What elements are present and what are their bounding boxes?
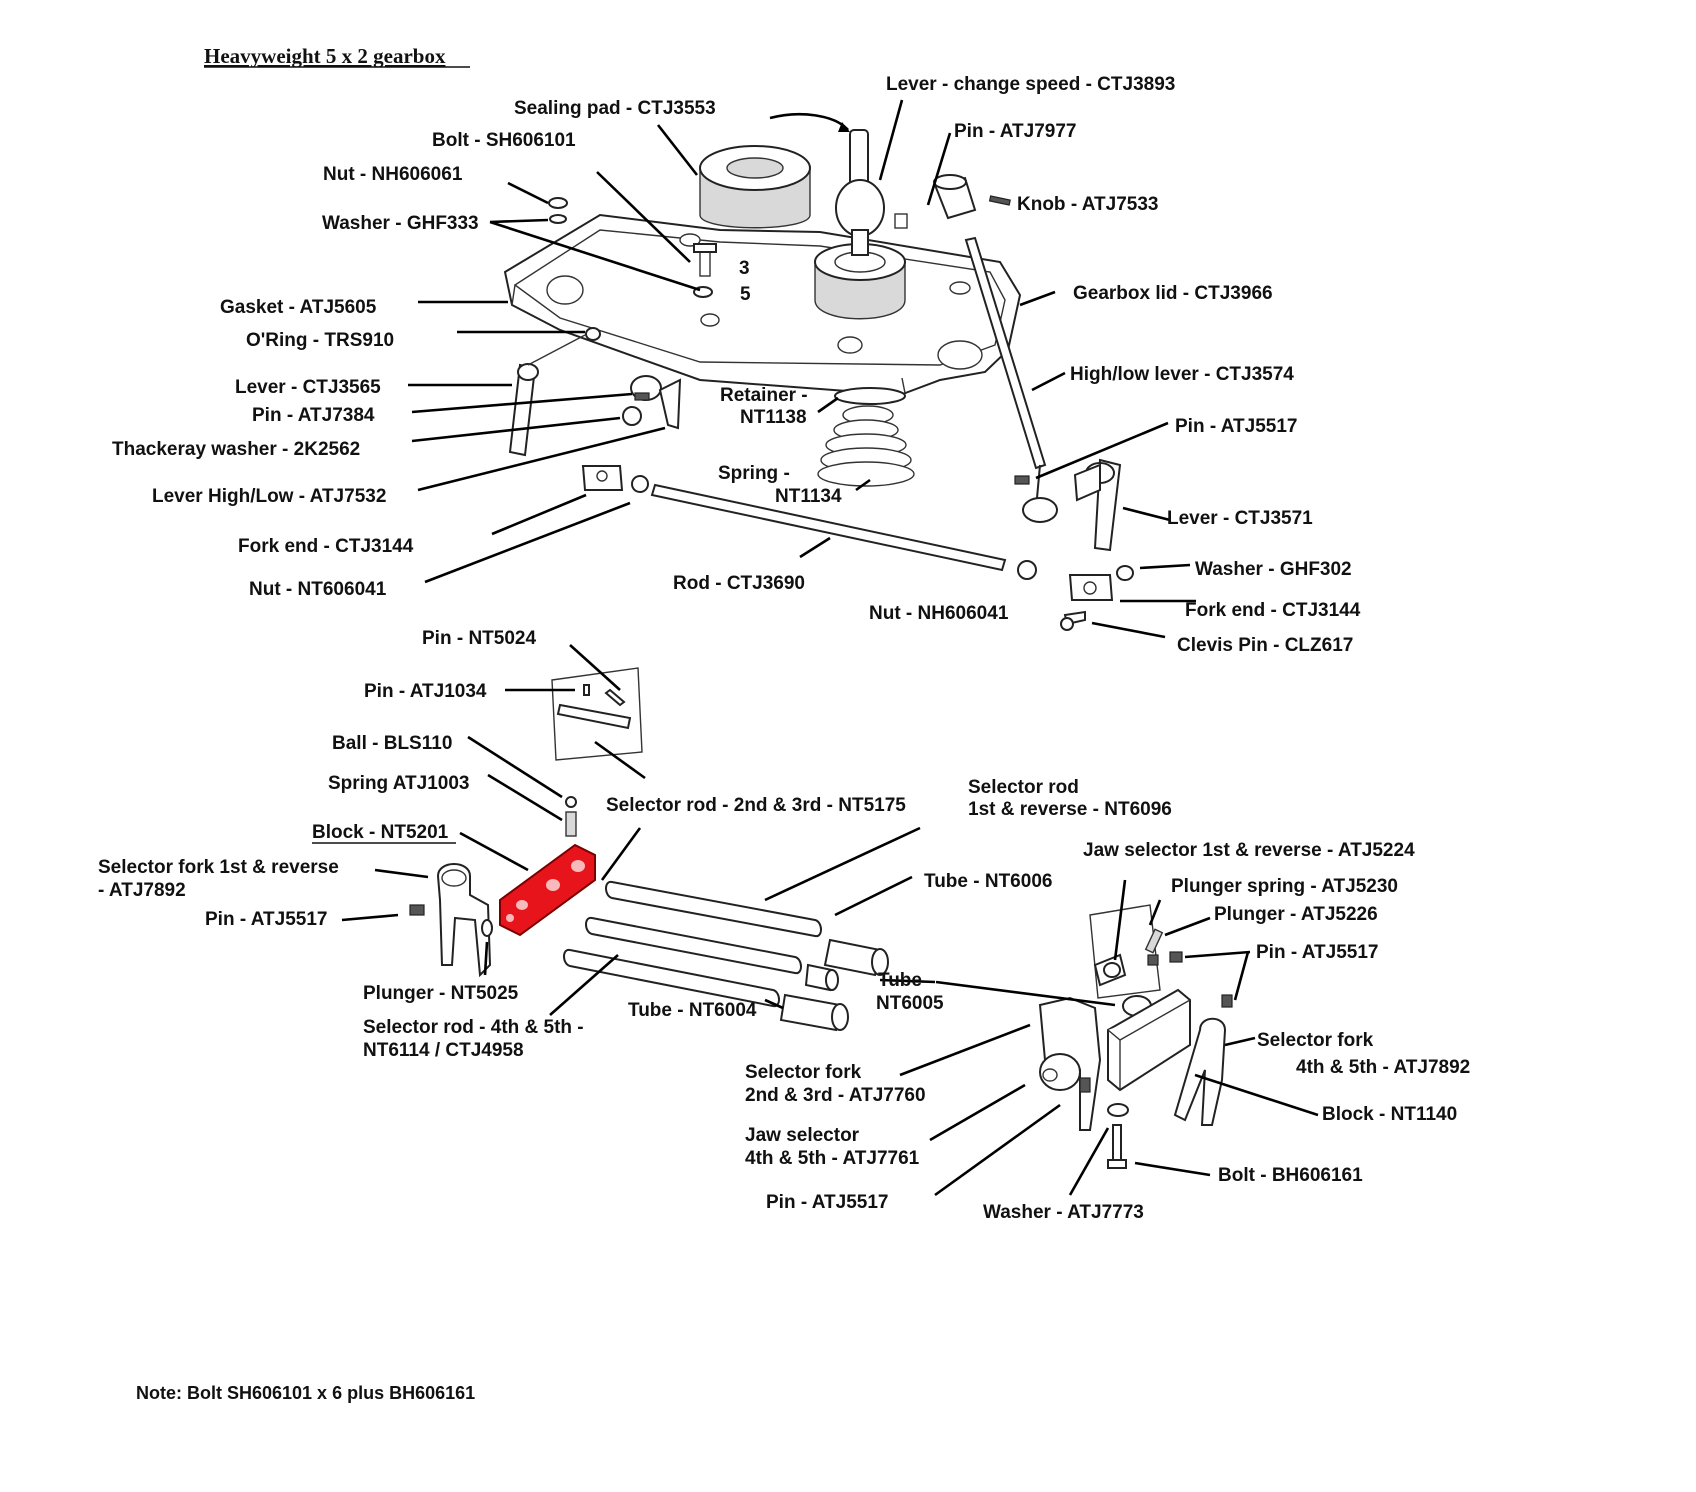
label-pin-atj5517-left: Pin - ATJ5517 — [205, 909, 328, 930]
label-plunger-spring: Plunger spring - ATJ5230 — [1171, 876, 1398, 897]
label-nut-nt606041: Nut - NT606041 — [249, 579, 387, 600]
part-labels: Lever - change speed - CTJ3893 Sealing p… — [98, 74, 1470, 1223]
fork-end-left-drawing — [581, 465, 649, 493]
label-retainer-line2: NT1138 — [740, 407, 807, 428]
label-nut-nh606061: Nut - NH606061 — [323, 164, 463, 185]
label-washer-ghf302: Washer - GHF302 — [1195, 559, 1352, 580]
selector-assembly-right-drawing — [1038, 904, 1233, 1169]
leader-lines — [341, 99, 1319, 1197]
label-lever-ctj3565: Lever - CTJ3565 — [235, 377, 381, 398]
label-lever-change-speed: Lever - change speed - CTJ3893 — [886, 74, 1175, 95]
label-spring-line1: Spring - — [718, 463, 790, 484]
label-gearbox-lid: Gearbox lid - CTJ3966 — [1073, 283, 1273, 304]
right-lever-drawing — [1073, 458, 1122, 552]
fork-end-right-drawing — [1060, 565, 1134, 631]
label-pin-atj5517-bottom: Pin - ATJ5517 — [766, 1192, 889, 1213]
label-thackeray-washer: Thackeray washer - 2K2562 — [112, 439, 360, 460]
label-lever-high-low: Lever High/Low - ATJ7532 — [152, 486, 386, 507]
sealing-pad-drawing — [699, 112, 850, 229]
label-selector-fork-2nd-line2: 2nd & 3rd - ATJ7760 — [745, 1085, 926, 1106]
change-speed-lever-drawing — [835, 129, 885, 256]
label-high-low-lever: High/low lever - CTJ3574 — [1070, 364, 1294, 385]
high-low-lever-drawing — [964, 236, 1058, 523]
label-gasket: Gasket - ATJ5605 — [220, 297, 377, 318]
label-plunger-atj5226: Plunger - ATJ5226 — [1214, 904, 1378, 925]
label-pin-atj7977: Pin - ATJ7977 — [954, 121, 1077, 142]
label-num-3: 3 — [739, 258, 750, 279]
label-tube-nt6005-line2: NT6005 — [876, 993, 944, 1014]
label-spring-atj1003: Spring ATJ1003 — [328, 773, 470, 794]
label-washer-ghf333: Washer - GHF333 — [322, 213, 479, 234]
label-pin-nt5024: Pin - NT5024 — [422, 628, 536, 649]
label-fork-end-right: Fork end - CTJ3144 — [1185, 600, 1361, 621]
label-sealing-pad: Sealing pad - CTJ3553 — [514, 98, 716, 119]
left-levers-drawing — [508, 334, 682, 457]
label-clevis-pin: Clevis Pin - CLZ617 — [1177, 635, 1353, 656]
label-selector-rod-4th-line1: Selector rod - 4th & 5th - — [363, 1017, 584, 1038]
label-spring-line2: NT1134 — [775, 486, 842, 507]
rod-drawing — [650, 483, 1037, 580]
label-selector-rod-2nd: Selector rod - 2nd & 3rd - NT5175 — [606, 795, 906, 816]
label-pin-atj5517-top: Pin - ATJ5517 — [1175, 416, 1298, 437]
label-jaw-selector-4th-line2: 4th & 5th - ATJ7761 — [745, 1148, 920, 1169]
label-bolt-sh606101: Bolt - SH606101 — [432, 130, 576, 151]
label-bolt-bh606161: Bolt - BH606161 — [1218, 1165, 1363, 1186]
label-retainer-line1: Retainer - — [720, 385, 808, 406]
tubes-drawing — [779, 938, 889, 1032]
label-selector-rod-4th-line2: NT6114 / CTJ4958 — [363, 1040, 524, 1061]
pins-inset-drawing — [551, 667, 643, 761]
lid-hardware-drawing — [548, 197, 717, 341]
label-rod: Rod - CTJ3690 — [673, 573, 805, 594]
spring-drawing — [817, 387, 915, 487]
knob-drawing — [894, 174, 1011, 229]
label-oring: O'Ring - TRS910 — [246, 330, 394, 351]
label-lever-ctj3571: Lever - CTJ3571 — [1167, 508, 1313, 529]
label-ball: Ball - BLS110 — [332, 733, 452, 754]
selector-rods-drawing — [563, 880, 822, 1008]
label-jaw-selector-4th-line1: Jaw selector — [745, 1125, 860, 1146]
label-pin-atj5517-right: Pin - ATJ5517 — [1256, 942, 1379, 963]
ball-spring-drawing — [565, 796, 577, 837]
label-block-nt1140: Block - NT1140 — [1322, 1104, 1457, 1125]
label-pin-atj1034: Pin - ATJ1034 — [364, 681, 487, 702]
bolt-note: Note: Bolt SH606101 x 6 plus BH606161 — [136, 1383, 475, 1403]
label-selector-fork-1st-line2: - ATJ7892 — [98, 880, 186, 901]
label-tube-nt6004: Tube - NT6004 — [628, 1000, 757, 1021]
label-selector-fork-4th-line1: Selector fork — [1257, 1030, 1374, 1051]
label-plunger-nt5025: Plunger - NT5025 — [363, 983, 519, 1004]
label-pin-atj7384: Pin - ATJ7384 — [252, 405, 375, 426]
label-block-nt5201: Block - NT5201 — [312, 822, 449, 843]
label-tube-nt6005-line1: Tube — [878, 970, 922, 991]
label-num-5: 5 — [740, 284, 751, 305]
label-selector-fork-2nd-line1: Selector fork — [745, 1062, 862, 1083]
label-knob: Knob - ATJ7533 — [1017, 194, 1158, 215]
label-selector-fork-1st-line1: Selector fork 1st & reverse — [98, 857, 339, 878]
label-fork-end-left: Fork end - CTJ3144 — [238, 536, 414, 557]
gearbox-lid-drawing — [503, 213, 1022, 397]
label-selector-fork-4th-line2: 4th & 5th - ATJ7892 — [1296, 1057, 1470, 1078]
label-nut-nh606041: Nut - NH606041 — [869, 603, 1009, 624]
block-nt5201-highlighted — [499, 843, 596, 937]
label-selector-rod-1st-line1: Selector rod — [968, 777, 1079, 798]
label-tube-nt6006: Tube - NT6006 — [924, 871, 1052, 892]
label-selector-rod-1st-line2: 1st & reverse - NT6096 — [968, 799, 1172, 820]
selector-fork-left-drawing — [409, 863, 493, 978]
label-jaw-selector-1st: Jaw selector 1st & reverse - ATJ5224 — [1083, 840, 1415, 861]
label-washer-atj7773: Washer - ATJ7773 — [983, 1202, 1144, 1223]
diagram-title: Heavyweight 5 x 2 gearbox — [204, 44, 446, 68]
